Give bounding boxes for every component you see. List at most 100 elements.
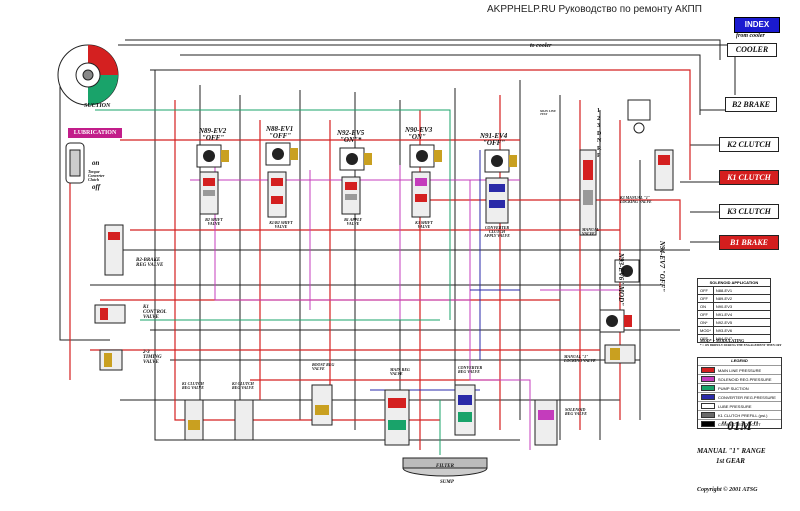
gear-position-3: D xyxy=(597,130,602,137)
solenoid-state-cell: MOD* xyxy=(697,326,714,335)
legend-label: K1 CLUTCH PREFILL (psi.) xyxy=(718,412,768,418)
solenoid-name-1: N88-EV1 xyxy=(266,125,294,133)
gear-position-1: 2 xyxy=(597,115,600,122)
k1-clutch-reg-label: K1 CLUTCH REG VALVE xyxy=(182,381,204,390)
solenoid-state-3: "ON" xyxy=(408,133,426,141)
valve-name-2: B1 APPLY VALVE xyxy=(344,217,362,226)
k3-manual-locking-valve-body xyxy=(654,149,674,191)
side-box-3: K3 CLUTCH xyxy=(719,204,779,219)
legend-swatch xyxy=(701,403,715,409)
solenoid-state-cell: OFF xyxy=(697,294,714,303)
solenoid-reg-valve-body xyxy=(534,399,558,446)
solenoid-state-cell: OFF xyxy=(697,310,714,319)
cooler-box: COOLER xyxy=(727,43,777,57)
copyright: Copyright © 2001 ATSG xyxy=(697,487,758,493)
k3-clutch-reg-valve-body xyxy=(234,399,254,441)
legend-swatch xyxy=(701,376,715,382)
manual-locking-valve-body xyxy=(604,344,636,364)
solenoid-name-4: N91-EV4 xyxy=(480,132,508,140)
gear-position-6: P xyxy=(597,153,601,159)
valve-name-1: K1/B2 SHIFT VALVE xyxy=(269,220,293,229)
solenoid-name-cell: N88-EV1 xyxy=(712,286,771,295)
manual-valve-body xyxy=(579,149,597,236)
pump-gear-icon xyxy=(57,44,119,106)
k1-control-valve-body xyxy=(94,304,126,324)
legend-label: MAIN LINE PRESSURE xyxy=(718,367,762,373)
b2-brake-reg-valve-body xyxy=(104,224,124,276)
solenoid-n94-icon xyxy=(614,259,640,283)
to-cooler-label: to cooler xyxy=(530,43,552,49)
manual-locking-label: MANUAL "1" LOCKING VALVE xyxy=(564,354,596,363)
solenoid-name-0: N89-EV2 xyxy=(199,127,227,135)
solenoid-state-cell: OFF xyxy=(697,286,714,295)
tcc-caption: Torque Converter Clutch xyxy=(88,169,105,182)
manual-valve-label: MANUAL VALVE xyxy=(582,227,599,236)
converter-reg-label: CONVERTER REG VALVE xyxy=(458,365,483,374)
solenoid-state-4: "OFF" xyxy=(483,139,506,147)
solenoid-n92-icon xyxy=(339,147,372,171)
solenoid-n88-icon xyxy=(265,142,298,166)
model-label: "01M" xyxy=(720,418,759,433)
legend-item: PUMP SUCTION xyxy=(698,383,781,392)
index-button[interactable]: INDEX xyxy=(734,17,780,33)
n93-label: N93-EV6 "MOD" xyxy=(617,252,626,307)
gear-position-0: 1 xyxy=(597,108,600,114)
gear-position-5: R xyxy=(597,145,602,152)
solenoid-row: ON*N92-EV5 xyxy=(697,318,771,327)
sump-label: SUMP xyxy=(440,480,454,485)
k1-control-label: K1 CONTROL VALVE xyxy=(143,305,167,320)
b1-apply-valve-body xyxy=(341,176,361,215)
filter-label: FILTER xyxy=(436,464,454,469)
solenoid-n91-icon xyxy=(484,149,517,173)
n94-label: N94-EV7 "OFF" xyxy=(658,240,667,293)
side-box-2: K1 CLUTCH xyxy=(719,170,779,185)
boost-label: BOOST REG VALVE xyxy=(312,362,335,371)
gear-position-2: 3 xyxy=(597,123,600,129)
solenoid-reg-label: SOLENOID REG VALVE xyxy=(565,407,587,416)
converter-reg-valve-body xyxy=(454,384,476,436)
legend-swatch xyxy=(701,385,715,391)
b2-brake-reg-label: B2-BRAKE REG VALVE xyxy=(136,258,164,268)
k3-clutch-reg-label: K3 CLUTCH REG VALVE xyxy=(232,381,254,390)
solenoid-state-cell: ON xyxy=(697,302,714,311)
legend-item: CONNECTED CIRCUIT xyxy=(698,419,781,428)
solenoid-row: MOD*N93-EV6 xyxy=(697,326,771,335)
k1-b2-shift-valve-body xyxy=(267,171,287,218)
b2-shift-valve-body xyxy=(199,171,219,215)
legend-item: SOLENOID REG.PRESSURE xyxy=(698,374,781,383)
gear-position-4: N xyxy=(597,138,602,144)
solenoid-name-cell: N93-EV6 xyxy=(712,326,771,335)
range-line1: MANUAL "1" RANGE xyxy=(697,447,766,455)
main-line-test-label: MAIN LINE TEST xyxy=(540,109,556,116)
solenoid-state-1: "OFF" xyxy=(269,132,292,140)
legend-swatch xyxy=(701,394,715,400)
legend-swatch xyxy=(701,421,715,427)
legend-title: LEGEND xyxy=(731,358,748,363)
suction-label: SUCTION xyxy=(84,103,111,109)
solenoid-n89-icon xyxy=(196,144,229,168)
lubrication-label: LUBRICATION xyxy=(68,128,122,138)
on-briefly-footnote: * = ON BRIEFLY DURING THE ENGAGEMENT THE… xyxy=(700,343,782,347)
legend-label: PUMP SUCTION xyxy=(718,385,749,391)
solenoid-name-2: N92-EV5 xyxy=(337,129,365,137)
legend-item: K1 CLUTCH PREFILL (psi.) xyxy=(698,410,781,419)
boost-valve-body xyxy=(311,384,333,426)
tcc-off-label: off xyxy=(92,183,101,191)
solenoid-name-3: N90-EV3 xyxy=(405,126,433,134)
solenoid-n90-icon xyxy=(409,144,442,168)
solenoid-table-title: SOLENOID APPLICATION xyxy=(697,278,771,287)
legend-item: CONVERTER REG.PRESSURE xyxy=(698,392,781,401)
legend-label: CONNECTED CIRCUIT xyxy=(718,421,761,427)
k3-manual-locking-label: K3 MANUAL "1" LOCKING VALVE xyxy=(620,195,652,204)
solenoid-name-cell: N94-EV7 xyxy=(712,334,771,343)
side-box-1: K2 CLUTCH xyxy=(719,137,779,152)
main-reg-valve-body xyxy=(384,389,410,446)
